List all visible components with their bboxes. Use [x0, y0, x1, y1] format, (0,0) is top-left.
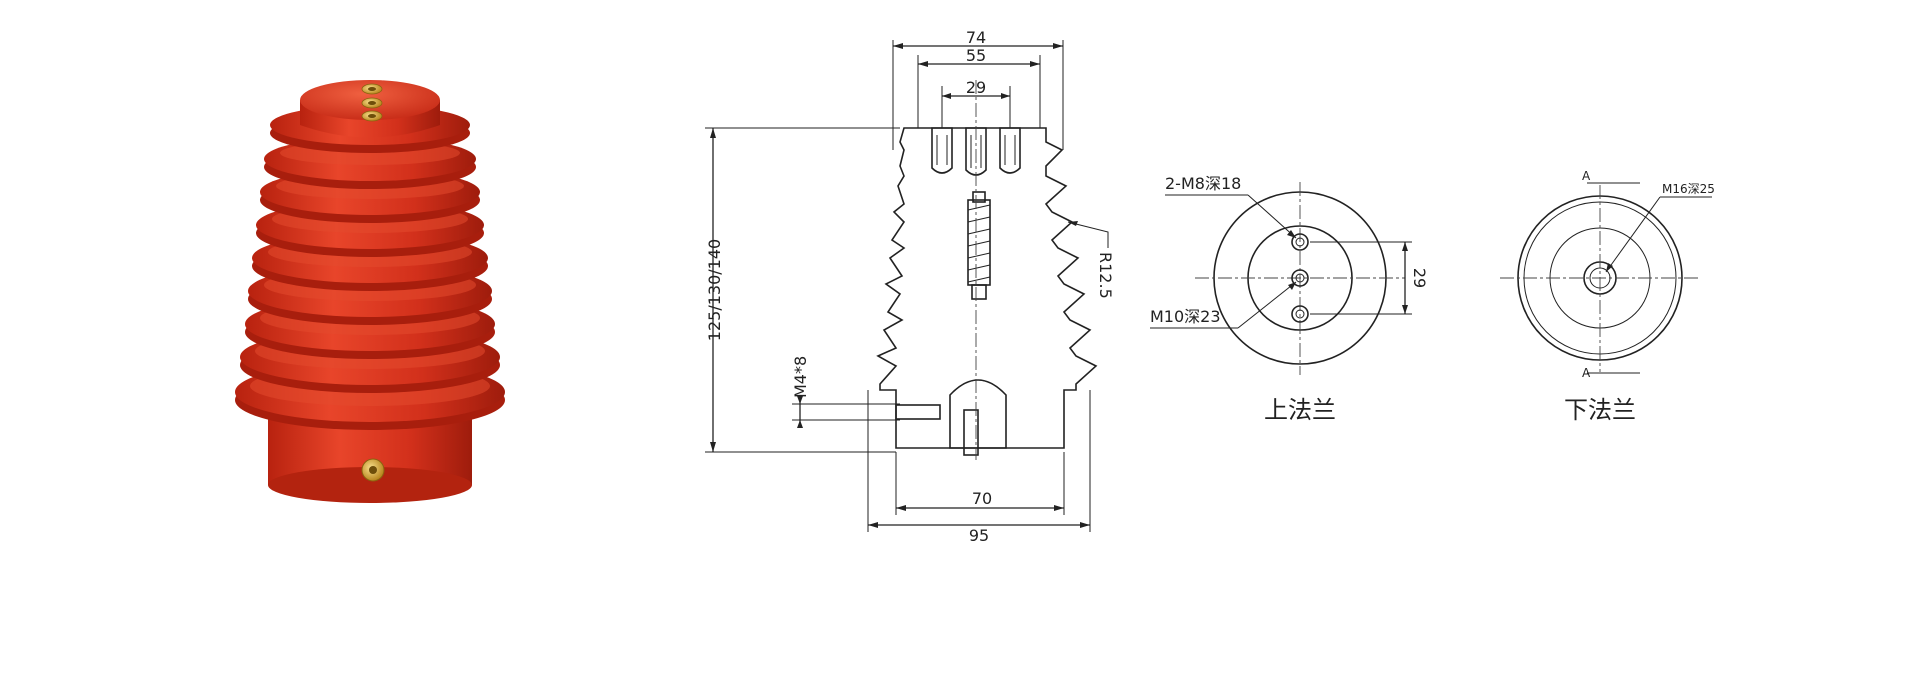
dim-m4-8-label: M4*8 [791, 356, 810, 398]
section-marks: A A [1582, 169, 1640, 380]
brass-insert-icons [361, 83, 385, 482]
lower-flange-caption: 下法兰 [1564, 396, 1636, 424]
dim-74-label: 74 [966, 28, 986, 47]
dim-top-overall: 74 [892, 28, 1064, 150]
dim-height: 125/130/140 [705, 127, 900, 453]
dim-top-inner: 55 [917, 46, 1041, 128]
upper-flange-holes [1291, 233, 1309, 323]
bottom-cavity [895, 379, 1007, 456]
insulator-section-body [876, 127, 1098, 449]
dim-95-label: 95 [969, 526, 989, 545]
dim-height-label: 125/130/140 [705, 239, 724, 341]
side-section-view: 74 55 29 125/130/140 [705, 28, 1115, 545]
dim-side-thread: M4*8 [791, 356, 900, 428]
center-insert [967, 191, 991, 300]
insulator-base-bottom [268, 467, 472, 503]
dim-r12-5-label: R12.5 [1096, 252, 1115, 299]
dim-70-label: 70 [972, 489, 992, 508]
insulator-sheds [235, 105, 505, 430]
insulator-photo [235, 80, 505, 503]
section-top-label: A [1582, 169, 1591, 183]
dim-bottom-overall: 95 [867, 390, 1091, 545]
top-thread-holes [931, 127, 1021, 176]
upper-flange-view: 2-M8深18 M10深23 29 上法兰 [1150, 174, 1429, 424]
dim-radius: R12.5 [1067, 221, 1115, 299]
upper-flange-caption: 上法兰 [1264, 396, 1336, 424]
upper-spacing-label: 29 [1410, 268, 1429, 288]
dim-55-label: 55 [966, 46, 986, 65]
lower-flange-view: A A M16深25 下法兰 [1500, 169, 1715, 424]
upper-m10-leader: M10深23 [1150, 281, 1297, 329]
lower-m16-leader: M16深25 [1605, 182, 1715, 273]
upper-m10-label: M10深23 [1150, 307, 1221, 326]
section-bottom-label: A [1582, 366, 1591, 380]
dim-bottom-inner: 70 [895, 452, 1065, 515]
upper-m8-label: 2-M8深18 [1165, 174, 1241, 193]
upper-m8-leader: 2-M8深18 [1165, 174, 1297, 239]
upper-spacing-dim: 29 [1310, 241, 1429, 315]
lower-m16-label: M16深25 [1662, 182, 1715, 196]
